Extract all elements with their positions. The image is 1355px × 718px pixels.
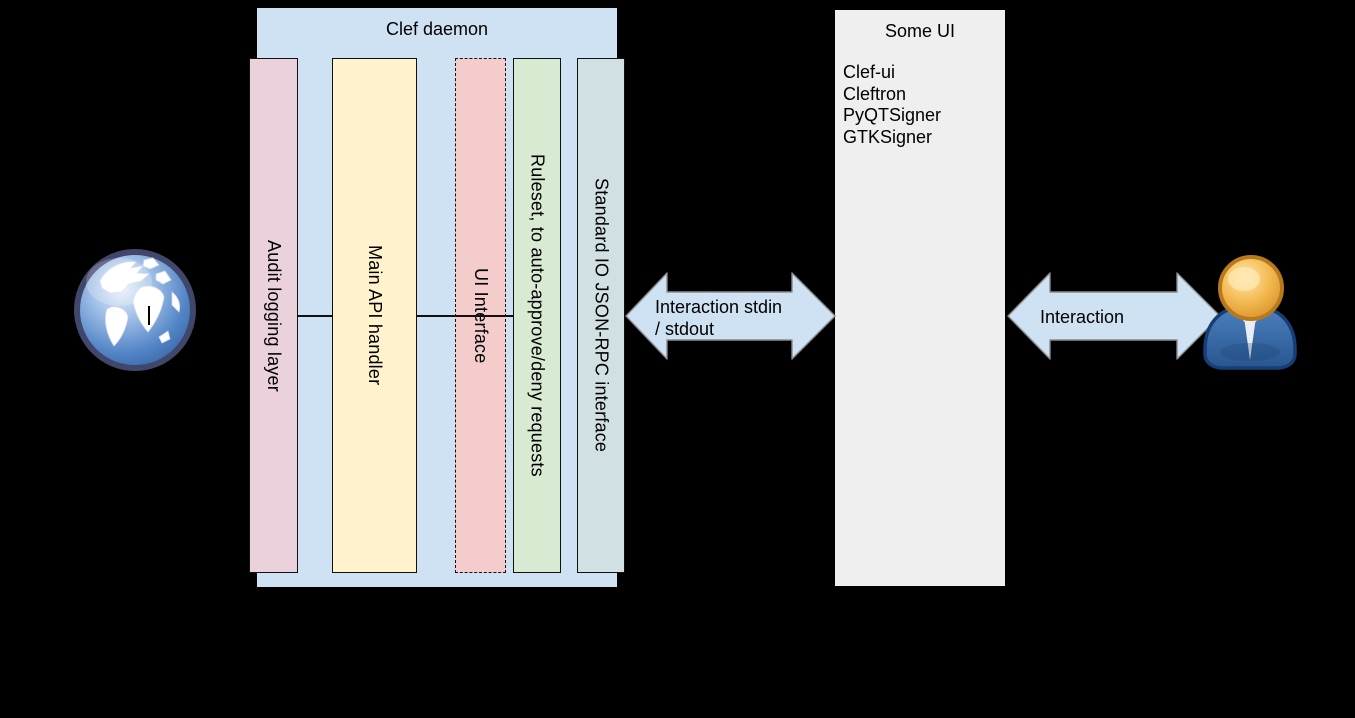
ui-implementation-item: Clef-ui	[843, 62, 896, 82]
layer-label-audit-logging: Audit logging layer	[264, 239, 284, 392]
clef-daemon-title: Clef daemon	[385, 19, 489, 39]
connector-line-main-to-ruleset	[417, 315, 513, 317]
some-ui-title: Some UI	[884, 21, 956, 41]
stdin-stdout-arrow-label-line1: Interaction stdin	[655, 297, 782, 317]
some-ui-list: Clef-ui Cleftron PyQTSigner GTKSigner	[843, 62, 941, 149]
double-arrow-shape	[625, 272, 836, 360]
stdin-stdout-arrow: Interaction stdin / stdout	[625, 272, 836, 360]
layer-label-stdio-jsonrpc: Standard IO JSON-RPC interface	[591, 178, 612, 453]
ui-implementation-item: Cleftron	[843, 83, 907, 104]
connector-line-audit-to-main	[298, 315, 332, 317]
globe-connector-stub	[148, 306, 150, 325]
ui-implementation-item: GTKSigner	[843, 127, 933, 148]
some-ui-box: Some UI Clef-ui Cleftron PyQTSigner GTKS…	[833, 8, 1007, 588]
layer-label-main-api-handler: Main API handler	[365, 245, 385, 386]
layer-label-ruleset: Ruleset, to auto-approve/deny requests	[527, 154, 548, 477]
layer-bar-stdio-jsonrpc: Standard IO JSON-RPC interface	[577, 58, 625, 573]
interaction-arrow-label: Interaction	[1040, 307, 1124, 327]
stdin-stdout-arrow-label-line2: / stdout	[655, 319, 714, 339]
globe-icon	[74, 249, 196, 371]
clef-daemon-box	[257, 8, 617, 587]
interaction-arrow: Interaction	[1007, 272, 1221, 360]
user-icon	[1203, 255, 1297, 370]
ui-implementation-item: PyQTSigner	[843, 105, 942, 126]
layer-bar-ruleset: Ruleset, to auto-approve/deny requests	[513, 58, 561, 573]
layer-bar-main-api-handler: Main API handler	[332, 58, 417, 573]
layer-bar-audit-logging: Audit logging layer	[249, 58, 298, 573]
